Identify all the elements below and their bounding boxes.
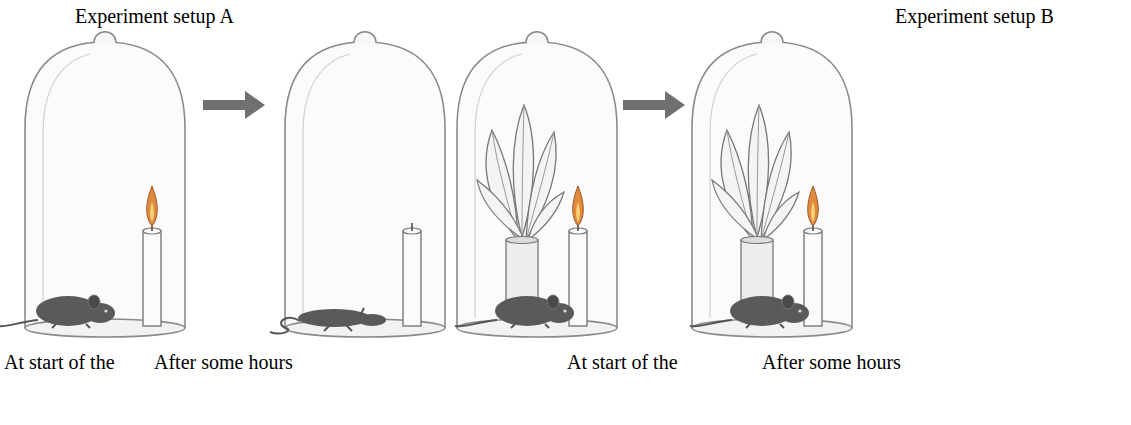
bell-jar-a-start (0, 32, 185, 337)
setup-heading: Experiment setup B (895, 4, 1054, 28)
setup-heading: Experiment setup A (75, 4, 234, 28)
stage-caption: At start of the (567, 350, 678, 374)
stage-caption: After some hours (154, 350, 293, 374)
bell-jar-b-start (455, 32, 617, 337)
stage-caption: After some hours (762, 350, 901, 374)
stage-caption: At start of the (4, 350, 115, 374)
arrow (623, 91, 685, 119)
bell-jar-a-after (270, 32, 445, 337)
bell-jar-b-after (690, 32, 852, 337)
arrow (203, 91, 265, 119)
